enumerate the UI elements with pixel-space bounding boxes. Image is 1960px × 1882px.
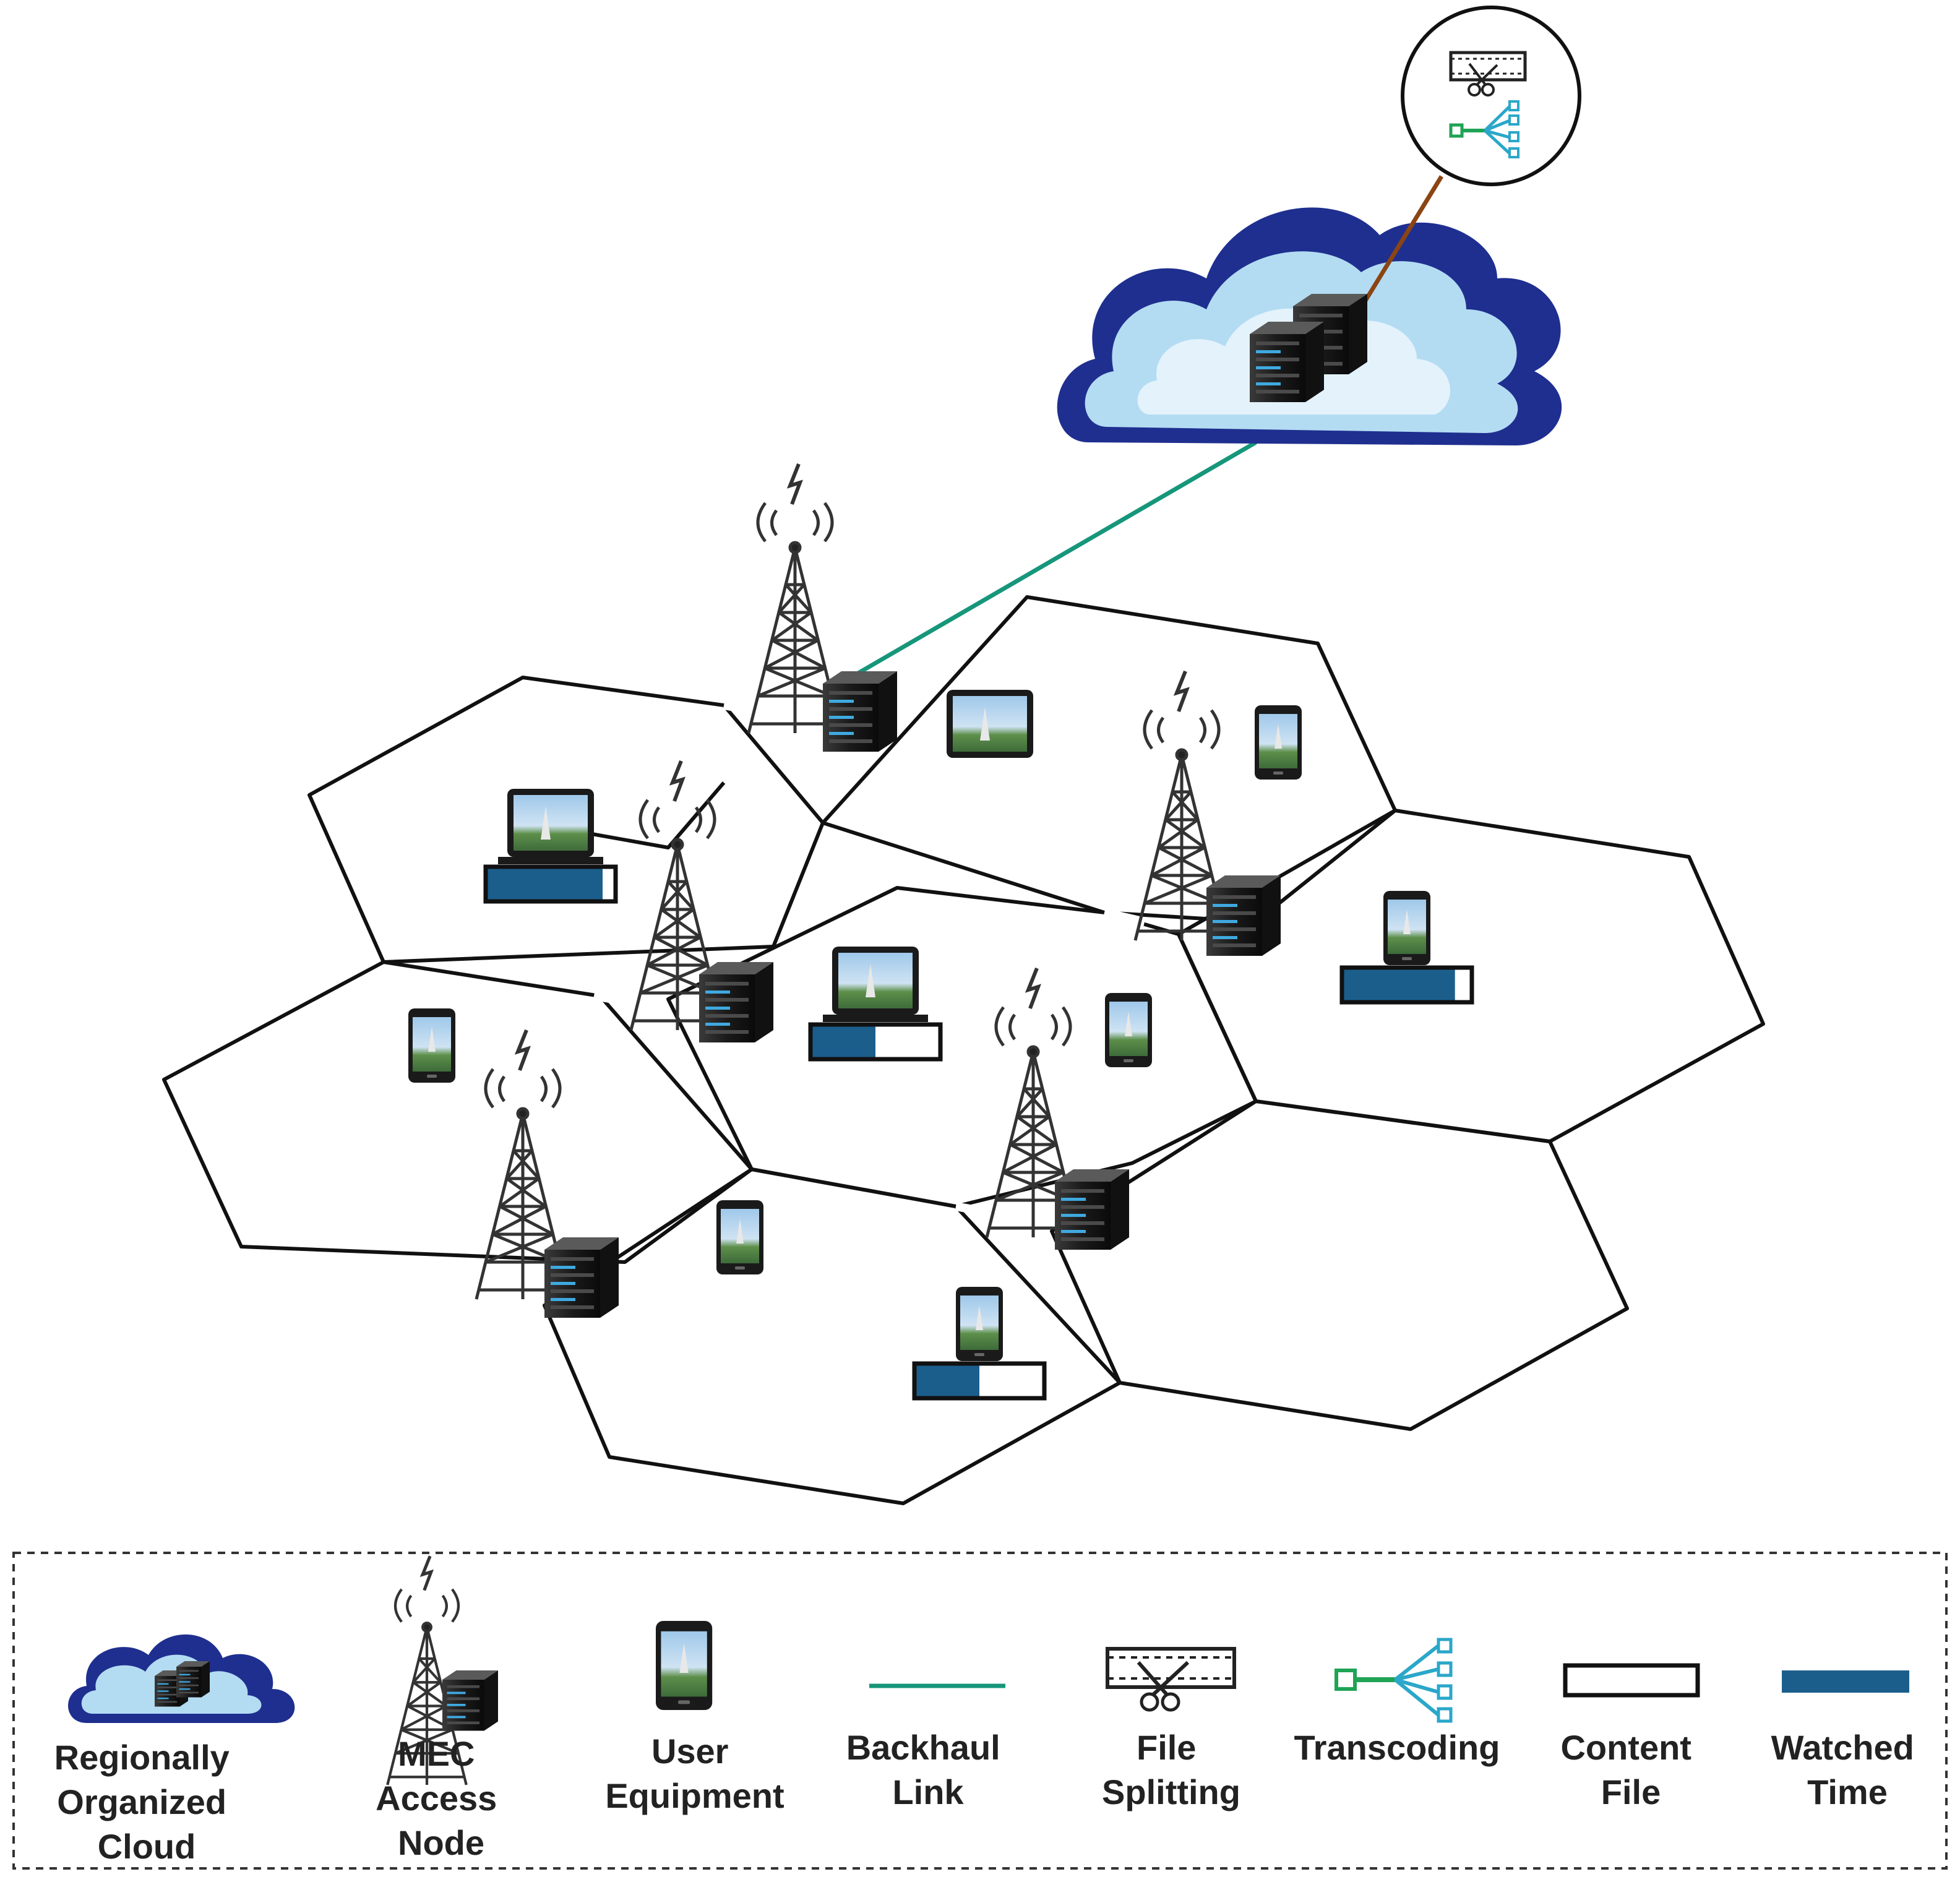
transcoding-icon xyxy=(1449,100,1519,158)
legend-line: Regionally xyxy=(54,1738,230,1777)
watched-time-icon xyxy=(1782,1670,1909,1693)
legend-line: Link xyxy=(892,1772,964,1811)
cloud-server-icon xyxy=(1057,175,1562,445)
mec-access-node-4 xyxy=(476,1030,619,1318)
laptop-base xyxy=(823,1015,928,1022)
backhaul-link xyxy=(849,440,1257,680)
legend-line: Node xyxy=(398,1823,484,1862)
phone-icon xyxy=(1105,993,1152,1067)
hex-cell-left xyxy=(162,960,754,1264)
phone-icon xyxy=(716,1200,763,1274)
laptop-base xyxy=(498,857,603,864)
content-file-bar xyxy=(483,864,618,904)
user-equipment-tablet xyxy=(947,690,1033,758)
content-file-bar xyxy=(912,1361,1047,1401)
cloud-icon xyxy=(68,1634,295,1723)
legend-line: Cloud xyxy=(98,1827,196,1866)
user-equipment-laptop xyxy=(808,947,943,1062)
user-equipment-phone xyxy=(1255,705,1302,780)
watched-time-bar xyxy=(810,1025,875,1059)
user-equipment-phone xyxy=(1339,891,1474,1005)
legend-line: Access xyxy=(376,1779,497,1818)
watched-time-bar xyxy=(1342,968,1455,1002)
user-equipment-layer xyxy=(408,690,1474,1401)
legend-line: Organized xyxy=(57,1782,226,1821)
laptop-icon xyxy=(832,947,919,1015)
phone-icon xyxy=(1383,891,1430,965)
legend-label-watched-time: Watched Time xyxy=(1771,1728,1924,1811)
tablet-icon xyxy=(947,690,1033,758)
mec-access-node-2 xyxy=(631,761,773,1042)
legend-line: Equipment xyxy=(605,1776,784,1815)
user-equipment-phone xyxy=(912,1287,1047,1401)
legend: Regionally Organized Cloud MEC Access No… xyxy=(12,1552,1948,1870)
laptop-icon xyxy=(507,789,594,857)
content-file-bar xyxy=(1339,965,1474,1005)
legend-line: Time xyxy=(1807,1772,1888,1811)
file-splitting-icon xyxy=(1106,1647,1236,1712)
cloud-server-front xyxy=(1250,322,1324,402)
legend-line: File xyxy=(1137,1728,1196,1767)
legend-label-file-splitting: File Splitting xyxy=(1102,1728,1240,1811)
watched-time-bar xyxy=(486,867,603,901)
content-file-bar xyxy=(808,1022,943,1062)
legend-line: Splitting xyxy=(1102,1772,1240,1811)
hex-gaps xyxy=(445,701,1146,1286)
legend-line: Transcoding xyxy=(1294,1728,1500,1767)
processing-bubble xyxy=(1401,6,1581,186)
legend-line: Content xyxy=(1560,1728,1691,1767)
hex-cell-bottom-right xyxy=(1050,1099,1629,1431)
legend-line: Watched xyxy=(1771,1728,1914,1767)
user-equipment-icon xyxy=(656,1621,713,1710)
legend-label-mec: MEC Access Node xyxy=(376,1734,507,1862)
legend-label-backhaul: Backhaul Link xyxy=(846,1728,1010,1811)
user-equipment-phone xyxy=(716,1200,763,1274)
user-equipment-phone xyxy=(1105,993,1152,1067)
legend-line: File xyxy=(1601,1772,1661,1811)
legend-frame xyxy=(12,1552,1948,1870)
legend-line: MEC xyxy=(398,1734,475,1773)
user-equipment-laptop xyxy=(483,789,618,904)
watched-time-bar xyxy=(914,1364,979,1398)
legend-label-content-file: Content File xyxy=(1560,1728,1701,1811)
mec-access-node-1 xyxy=(749,464,897,752)
phone-icon xyxy=(408,1008,455,1083)
transcoding-icon xyxy=(1335,1638,1453,1723)
legend-label-cloud: Regionally Organized Cloud xyxy=(54,1738,239,1866)
legend-label-transcoding: Transcoding xyxy=(1294,1728,1500,1767)
user-equipment-phone xyxy=(408,1008,455,1083)
phone-icon xyxy=(956,1287,1003,1361)
hex-edge xyxy=(581,781,726,849)
file-splitting-icon xyxy=(1449,51,1527,97)
legend-line: User xyxy=(651,1732,729,1771)
legend-label-user-equipment: User Equipment xyxy=(605,1732,784,1815)
phone-icon xyxy=(1255,705,1302,780)
legend-line: Backhaul xyxy=(846,1728,1000,1767)
content-file-icon xyxy=(1563,1663,1700,1698)
